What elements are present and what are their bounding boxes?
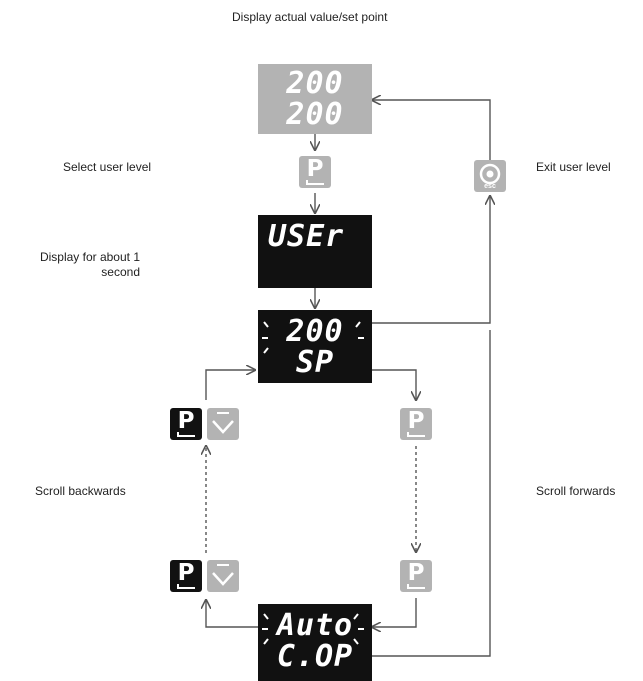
- display-actual-setpoint: 200 200: [258, 64, 372, 134]
- arrow-sp-to-forward-p: [372, 369, 416, 400]
- arrow-back-keys-to-sp: [205, 370, 255, 400]
- display-line-1: 200: [286, 66, 344, 101]
- label-scroll-backwards: Scroll backwards: [35, 484, 126, 498]
- p-key-select[interactable]: P: [299, 156, 331, 188]
- p-key-label: P: [177, 408, 195, 434]
- p-key-label: P: [177, 560, 195, 586]
- line-autocop-to-esc: [372, 330, 491, 657]
- p-key-forward-upper[interactable]: P: [400, 408, 432, 440]
- p-key-label: P: [306, 156, 324, 182]
- display-user: USEr: [258, 215, 372, 288]
- p-key-label: P: [407, 560, 425, 586]
- display-autocop: Auto C.OP: [258, 604, 372, 681]
- label-select-user-level: Select user level: [63, 160, 152, 174]
- esc-key-label: esc: [484, 183, 496, 190]
- display-autocop-value: Auto: [276, 608, 354, 643]
- arrow-sp-to-esc: [372, 196, 490, 324]
- label-exit-user-level: Exit user level: [536, 160, 611, 174]
- p-key-forward-lower[interactable]: P: [400, 560, 432, 592]
- p-key-label: P: [407, 408, 425, 434]
- label-scroll-forwards: Scroll forwards: [536, 484, 616, 498]
- label-display-about: Display for about 1 second: [39, 250, 140, 279]
- display-autocop-param: C.OP: [276, 639, 354, 674]
- display-sp-param: SP: [295, 345, 335, 380]
- display-sp-value: 200: [286, 314, 344, 349]
- chevron-down-icon: [212, 564, 234, 586]
- p-key-backward-upper[interactable]: P: [170, 408, 202, 440]
- label-display-actual: Display actual value/set point: [232, 10, 388, 24]
- arrow-forward-to-autocop: [372, 598, 417, 627]
- down-key-backward-lower[interactable]: [207, 560, 239, 592]
- esc-key[interactable]: esc: [474, 160, 506, 192]
- chevron-down-icon: [212, 412, 234, 434]
- arrow-autocop-to-back-keys: [206, 600, 258, 628]
- arrow-esc-to-main: [372, 100, 491, 160]
- esc-icon: [479, 163, 501, 185]
- display-setpoint: 200 SP: [258, 310, 372, 383]
- p-key-backward-lower[interactable]: P: [170, 560, 202, 592]
- down-key-backward-upper[interactable]: [207, 408, 239, 440]
- display-line-2: 200: [286, 97, 344, 132]
- display-user-text: USEr: [268, 219, 345, 254]
